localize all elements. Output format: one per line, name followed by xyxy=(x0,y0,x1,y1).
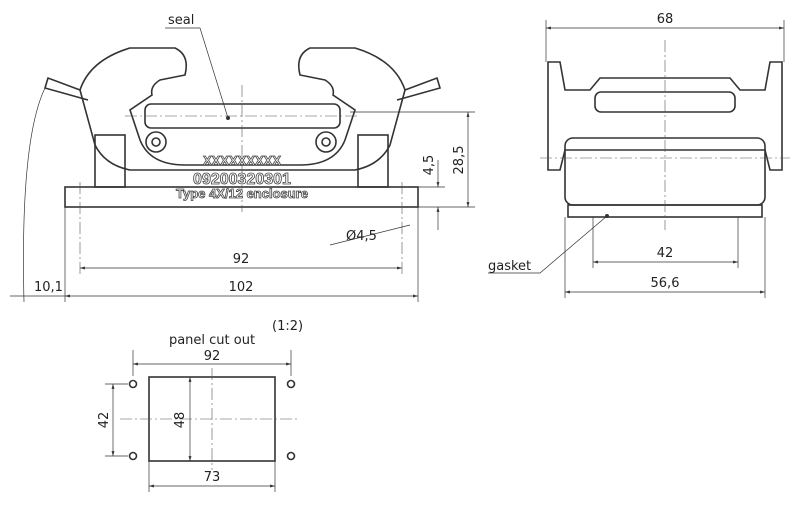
right-pivot-pin xyxy=(321,137,331,147)
dim-hole-x: 92 xyxy=(204,349,221,364)
seal-label: seal xyxy=(168,13,194,28)
left-foot xyxy=(94,134,126,188)
hole xyxy=(128,379,138,389)
hole xyxy=(286,451,296,461)
hole xyxy=(128,451,138,461)
dim-spacing: 92 xyxy=(233,252,250,267)
dim-length: 102 xyxy=(229,280,254,295)
base-plate xyxy=(64,186,419,208)
right-lever xyxy=(396,76,442,101)
ext xyxy=(23,87,46,303)
dim-hole: Ø4,5 xyxy=(346,229,377,244)
left-pivot xyxy=(145,131,167,153)
side-view: 68 42 56,6 gasket xyxy=(488,12,790,298)
gasket-label: gasket xyxy=(488,259,531,274)
side-housing xyxy=(547,61,783,171)
dim-width-base: 56,6 xyxy=(651,276,680,291)
dim-cut-height: 48 xyxy=(173,412,188,429)
left-lever xyxy=(43,76,89,101)
housing-body xyxy=(79,47,406,171)
panel-cutout: panel cut out 92 42 48 73 xyxy=(97,333,300,492)
dim-height: 28,5 xyxy=(452,146,467,175)
marking-line-3: Type 4X/12 enclosure xyxy=(176,186,308,201)
mounting-holes xyxy=(128,379,296,461)
part-number: 09200320301 xyxy=(193,171,291,188)
leader-dot xyxy=(605,214,609,218)
dim-width-top: 68 xyxy=(657,12,674,27)
dim-inner: 42 xyxy=(657,246,674,261)
leader-dot xyxy=(226,116,230,120)
dim-cut-width: 73 xyxy=(204,470,221,485)
panel-cutout-title: panel cut out xyxy=(169,333,255,348)
dim-plate: 4,5 xyxy=(422,155,437,176)
scale-label: (1:2) xyxy=(272,319,303,334)
dim-line xyxy=(329,224,411,246)
hole xyxy=(286,379,296,389)
left-pivot-pin xyxy=(151,137,161,147)
front-view: XXXXXXXXX 09200320301 Type 4X/12 enclosu… xyxy=(10,13,475,303)
seal-leader xyxy=(165,27,229,119)
dim-hole-y: 42 xyxy=(97,412,112,429)
gasket-leader xyxy=(488,215,608,274)
dim-overhang: 10,1 xyxy=(34,280,63,295)
right-foot xyxy=(357,134,389,188)
right-pivot xyxy=(315,131,337,153)
marking-line-1: XXXXXXXXX xyxy=(203,153,281,168)
